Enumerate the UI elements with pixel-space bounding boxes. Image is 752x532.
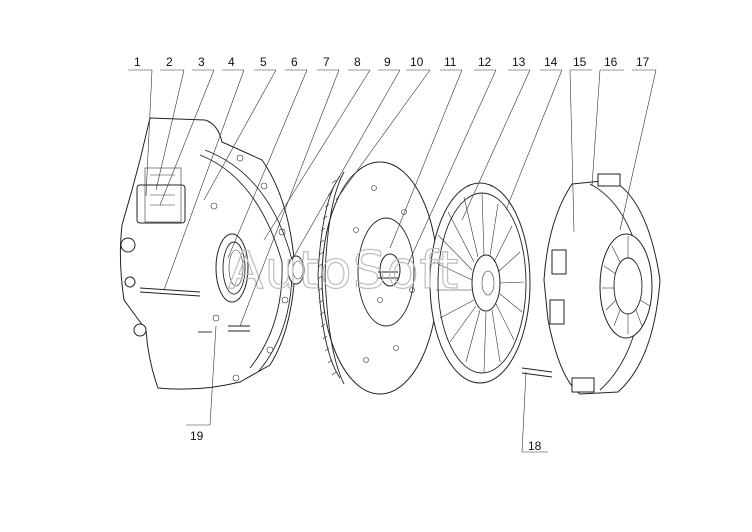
callout-3: 3 <box>198 55 205 69</box>
callout-16: 16 <box>604 55 618 69</box>
callout-17: 17 <box>636 55 650 69</box>
callout-5: 5 <box>260 55 267 69</box>
callout-2: 2 <box>166 55 173 69</box>
callout-7: 7 <box>323 55 330 69</box>
flywheel-housing <box>119 117 296 390</box>
watermark-text: AutoSoft <box>228 241 459 301</box>
callout-numbers: 1 2 3 4 5 6 7 8 9 10 11 12 13 14 15 16 1… <box>134 55 650 453</box>
pilot-bushing <box>287 255 305 285</box>
callout-leaders <box>128 69 657 453</box>
callout-18: 18 <box>528 439 542 453</box>
callout-13: 13 <box>512 55 526 69</box>
callout-19: 19 <box>190 429 204 443</box>
flywheel <box>317 161 439 395</box>
callout-14: 14 <box>544 55 558 69</box>
clutch-disc <box>429 182 531 384</box>
callout-12: 12 <box>478 55 492 69</box>
callout-8: 8 <box>354 55 361 69</box>
pressure-plate-assembly <box>521 173 661 395</box>
callout-11: 11 <box>444 55 457 69</box>
callout-9: 9 <box>384 55 391 69</box>
callout-10: 10 <box>410 55 424 69</box>
callout-4: 4 <box>228 55 235 69</box>
callout-6: 6 <box>291 55 298 69</box>
callout-15: 15 <box>573 55 587 69</box>
callout-1: 1 <box>134 55 141 69</box>
